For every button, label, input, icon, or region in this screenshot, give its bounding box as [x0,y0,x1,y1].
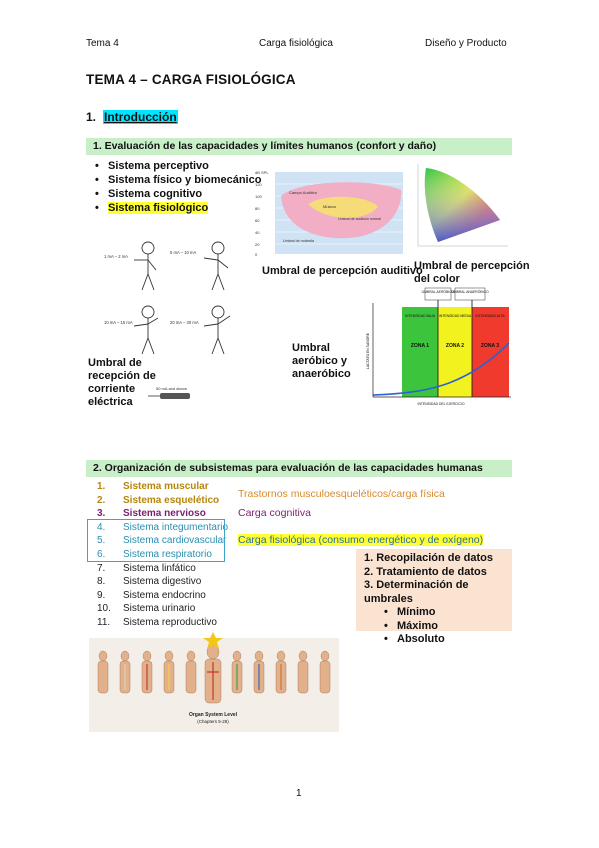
svg-text:dB SPL: dB SPL [255,170,269,175]
list-item: •Sistema físico y biomecánico [95,174,262,186]
highlight-box [87,519,225,562]
svg-text:1 mA – 2 mA: 1 mA – 2 mA [104,254,128,259]
list-item: •Sistema cognitivo [95,188,203,200]
list-item: •Sistema perceptivo [95,160,209,172]
electric-current-figures: 1 mA – 2 mA 5 mA – 10 mA 10 mA – 15 mA 2… [104,241,231,355]
svg-text:LACTATO EN SANGRE: LACTATO EN SANGRE [366,332,370,369]
svg-text:0: 0 [255,252,258,257]
list-item: 2.Sistema esquelético [97,494,220,506]
list-item: 4.Sistema integumentario [97,521,229,533]
svg-text:INTENSIDAD BAJA: INTENSIDAD BAJA [405,314,436,318]
aerobic-zones-figure: UMBRAL AERÓBICO UMBRAL ANAERÓBICO INTENS… [366,287,511,406]
list-item: 1.Sistema muscular [97,481,209,492]
svg-text:Organ System Level: Organ System Level [189,712,238,718]
list-item: 11.Sistema reproductivo [97,616,217,628]
section-heading: Introducción [103,110,178,124]
list-item: 6.Sistema respiratorio [97,548,212,560]
svg-text:5 mA – 10 mA: 5 mA – 10 mA [170,250,197,255]
systems-list-2: 1.Sistema muscular 2.Sistema esquelético… [87,480,228,630]
svg-text:UMBRAL ANAERÓBICO: UMBRAL ANAERÓBICO [451,289,489,294]
section-band-2: 2. Organización de subsistemas para eval… [86,460,512,477]
electric-probe-figure: 50 mA and above [148,386,190,399]
section-band-1: 1. Evaluación de las capacidades y límit… [86,138,512,155]
svg-text:Campo Auditivo: Campo Auditivo [289,190,318,195]
svg-text:20 mA – 30 mA: 20 mA – 30 mA [170,320,199,325]
svg-text:INTENSIDAD DEL EJERCICIO: INTENSIDAD DEL EJERCICIO [418,402,465,406]
color-gamut-figure [417,164,508,247]
header-center: Carga fisiológica [259,38,333,49]
header-right: Diseño y Producto [425,38,507,49]
svg-text:ZONA 3: ZONA 3 [481,343,499,349]
list-item: 3.Sistema nervioso [97,508,206,520]
auditory-threshold-figure: dB SPL 120 100 80 60 40 20 0 Campo Audit… [255,170,403,257]
svg-text:UMBRAL AERÓBICO: UMBRAL AERÓBICO [422,289,455,294]
svg-text:50 mA and above: 50 mA and above [156,386,188,391]
band-2-text: 2. Organización de subsistemas para eval… [93,462,483,474]
svg-text:120: 120 [255,182,262,187]
band-1-text: 1. Evaluación de las capacidades y límit… [93,140,437,152]
list-item: 9.Sistema endocrino [97,589,206,601]
svg-text:60: 60 [255,218,260,223]
list-item: 8.Sistema digestivo [97,576,202,588]
svg-text:100: 100 [255,194,262,199]
organ-systems-figure: Organ System Level (Chapters 5-28) [89,632,339,732]
svg-text:Música: Música [323,204,336,209]
svg-text:Umbral de audición normal: Umbral de audición normal [338,217,381,221]
header-left: Tema 4 [86,38,119,49]
list-item: 10.Sistema urinario [97,603,196,615]
list-item: •Sistema fisiológico [95,202,209,214]
note-fisiologica: Carga fisiológica (consumo energético y … [238,534,484,546]
page-title: TEMA 4 – CARGA FISIOLÓGICA [86,72,296,87]
list-item: 5.Sistema cardiovascular [97,535,227,547]
caption-auditivo: Umbral de percepción auditivo [262,265,423,277]
steps-box: 1. Recopilación de datos 2. Tratamiento … [356,549,512,645]
page-number: 1 [296,788,302,799]
svg-text:INTENSIDAD MEDIA: INTENSIDAD MEDIA [439,314,472,318]
svg-text:80: 80 [255,206,260,211]
svg-text:(Chapters 5-28): (Chapters 5-28) [197,719,229,724]
list-item: 7.Sistema linfático [97,562,196,574]
note-cognitiva: Carga cognitiva [238,507,311,519]
svg-text:10 mA – 15 mA: 10 mA – 15 mA [104,320,133,325]
svg-text:ZONA 2: ZONA 2 [446,343,464,349]
note-trastornos: Trastornos musculoesqueléticos/carga fís… [238,488,445,500]
svg-text:INTENSIDAD ALTA: INTENSIDAD ALTA [475,314,505,318]
svg-text:40: 40 [255,230,260,235]
svg-text:ZONA 1: ZONA 1 [411,343,429,349]
svg-text:20: 20 [255,242,260,247]
systems-list-1: •Sistema perceptivo •Sistema físico y bi… [95,160,261,216]
svg-text:Umbral de molestia: Umbral de molestia [283,239,314,243]
section-number: 1. [86,110,97,124]
